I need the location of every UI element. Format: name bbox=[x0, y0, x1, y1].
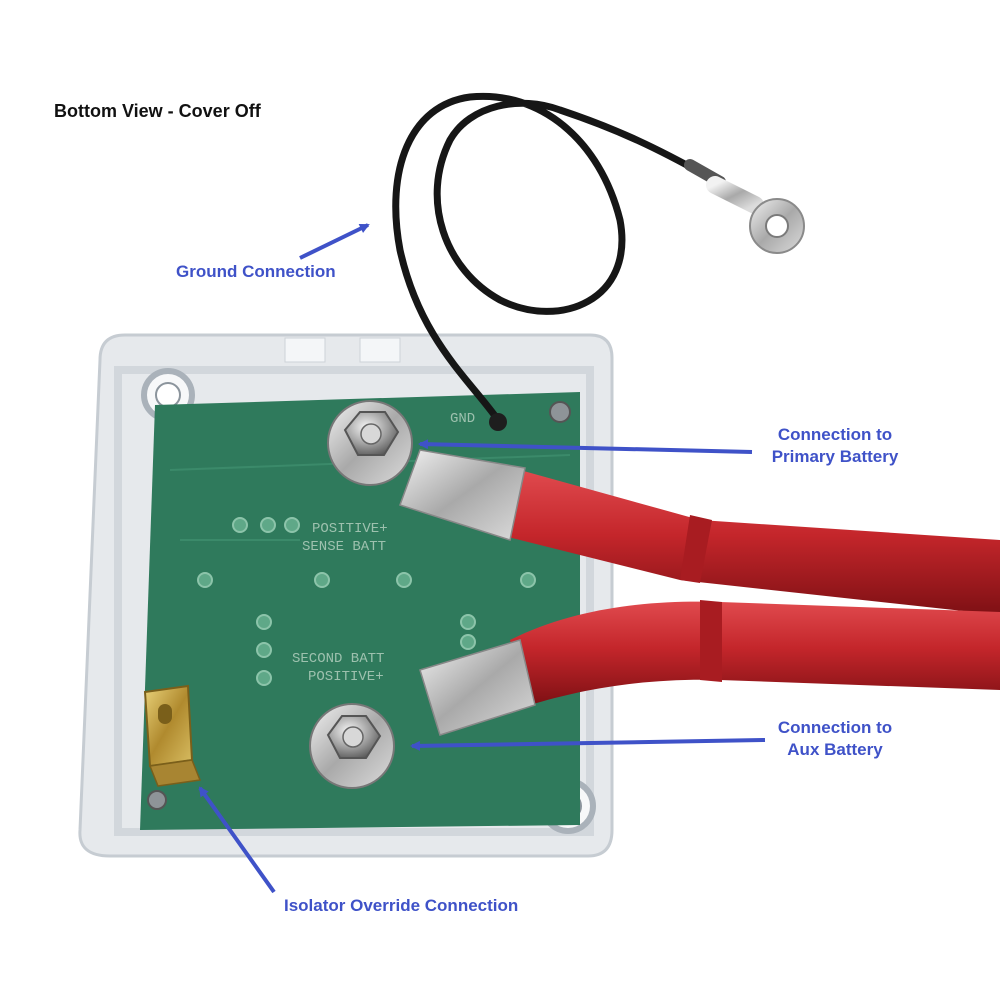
silk-sense-line1: POSITIVE+ bbox=[312, 521, 388, 537]
silk-second-line1: SECOND BATT bbox=[292, 651, 384, 667]
primary-cable bbox=[399, 449, 1000, 615]
label-aux-battery: Connection to Aux Battery bbox=[735, 717, 935, 761]
silk-second-line2: POSITIVE+ bbox=[308, 669, 384, 685]
silk-sense-line2: SENSE BATT bbox=[302, 539, 386, 555]
aux-arrow bbox=[410, 738, 766, 751]
label-primary-battery: Connection to Primary Battery bbox=[735, 424, 935, 468]
solder-pads bbox=[197, 517, 536, 686]
override-spade-terminal bbox=[143, 684, 202, 787]
label-primary-line1: Connection to bbox=[777, 425, 893, 444]
label-aux-line2: Aux Battery bbox=[787, 740, 883, 759]
primary-terminal bbox=[327, 400, 413, 486]
label-aux-line1: Connection to bbox=[777, 718, 893, 737]
diagram-title: Bottom View - Cover Off bbox=[54, 101, 261, 121]
ground-wire bbox=[392, 92, 805, 431]
override-arrow bbox=[198, 786, 276, 894]
housing-inner-rim bbox=[114, 366, 594, 836]
housing-notch-left bbox=[284, 337, 326, 363]
pcb-screw-bottom-left bbox=[147, 790, 167, 810]
aux-terminal bbox=[309, 703, 395, 789]
label-isolator-override: Isolator Override Connection bbox=[284, 896, 519, 915]
aux-cable bbox=[419, 600, 1000, 736]
housing-notch-right bbox=[359, 337, 401, 363]
ring-terminal bbox=[706, 176, 764, 214]
annotation-arrows bbox=[198, 223, 766, 894]
silk-gnd: GND bbox=[450, 411, 475, 427]
primary-arrow bbox=[418, 439, 753, 454]
label-ground-connection: Ground Connection bbox=[176, 262, 336, 281]
ground-arrow bbox=[299, 223, 370, 260]
pcb-screw-top-right bbox=[549, 401, 571, 423]
label-primary-line2: Primary Battery bbox=[771, 447, 899, 466]
